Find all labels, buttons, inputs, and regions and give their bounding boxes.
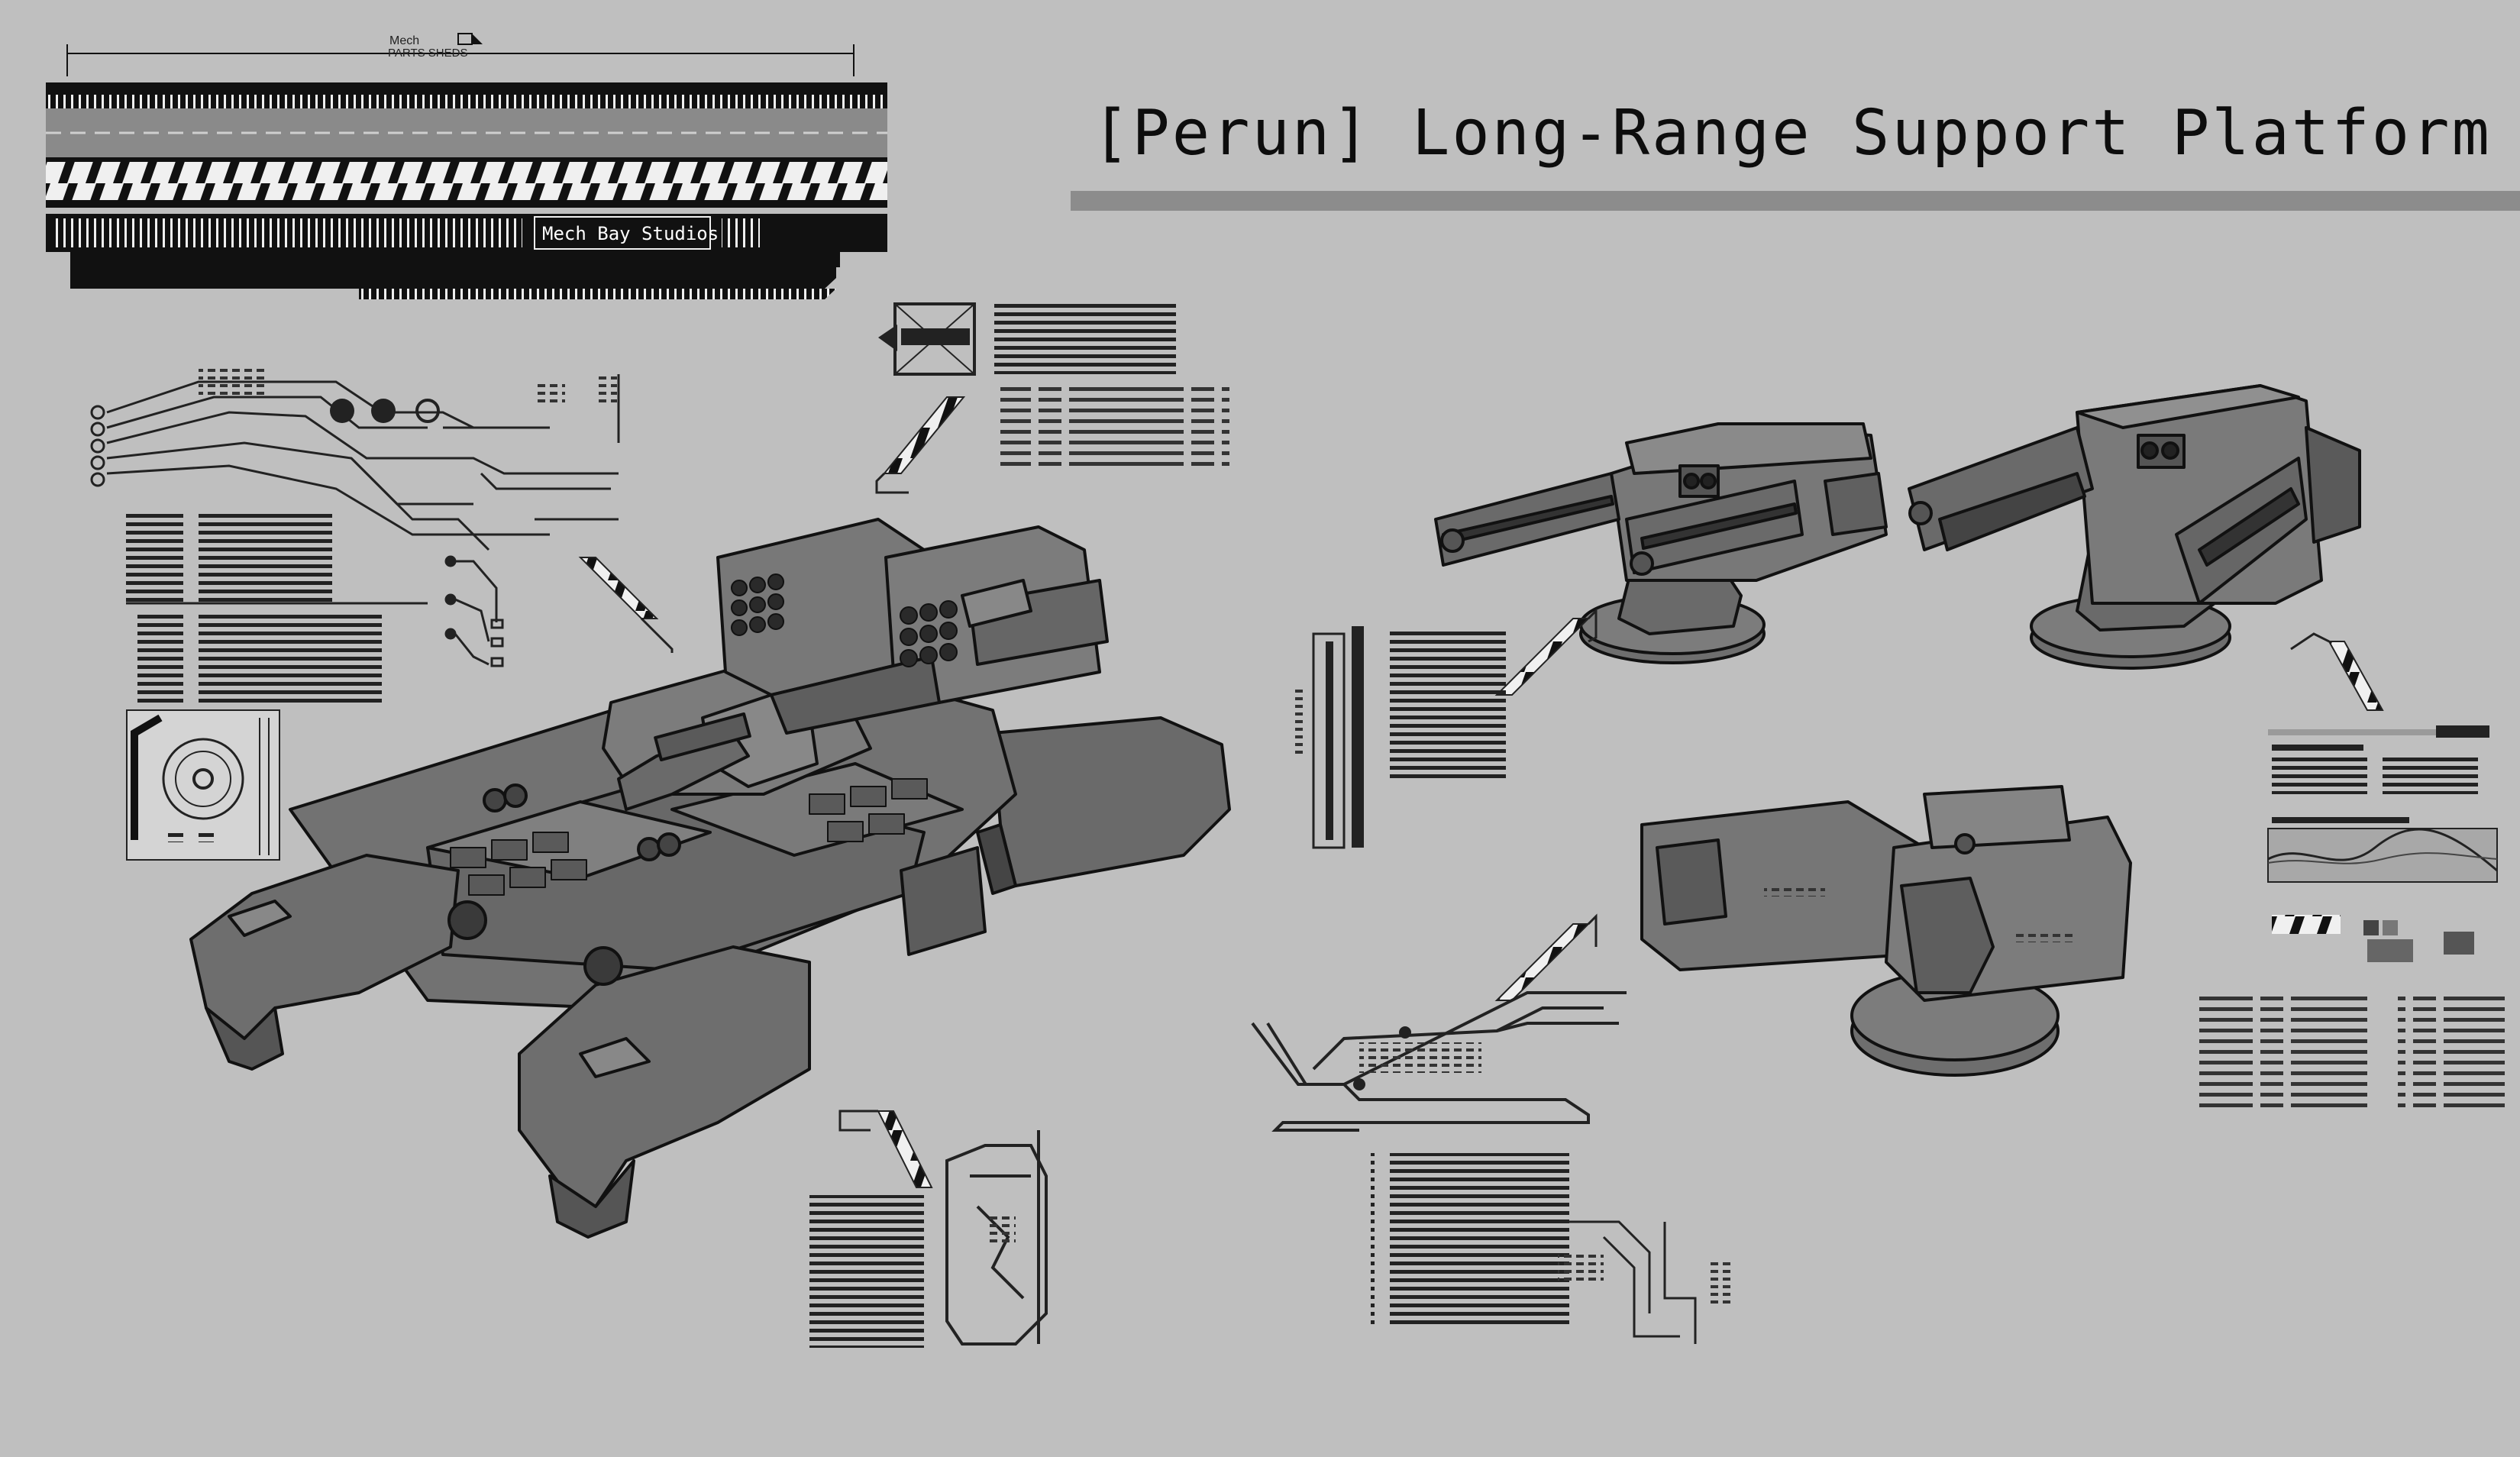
turret-view-1 <box>1434 422 1888 664</box>
spec-text-block-2 <box>137 611 382 703</box>
title-underline <box>1071 191 2520 211</box>
hatched-callout-1 <box>578 557 674 653</box>
page-title: [Perun] Long-Range Support Platform <box>1092 97 2492 170</box>
node-diagram <box>444 555 504 667</box>
elevator-schematic <box>945 1130 1048 1346</box>
hatched-callout-3 <box>1494 608 1598 696</box>
circuit-diagram-bottom <box>1251 991 1627 1132</box>
circuit-glyphs <box>199 365 617 423</box>
turret-view-2 <box>1908 384 2361 670</box>
spec-text-block-8 <box>1371 1153 1569 1325</box>
spec-text-block-3 <box>994 304 1185 374</box>
spec-panel-right <box>2267 725 2498 962</box>
vertical-bar-glyph <box>1291 626 1364 849</box>
hatched-callout-4 <box>2290 632 2384 711</box>
radar-schematic <box>126 709 280 861</box>
turret-view-3 <box>1640 785 2132 1077</box>
hatched-callout-5 <box>1494 913 1598 1001</box>
hatched-callout-6 <box>838 1110 933 1188</box>
studio-logo-banner <box>46 33 887 299</box>
spec-text-block-4 <box>1000 382 1229 466</box>
logo-mech-label: Mech <box>389 34 419 47</box>
perun-vehicle-model <box>189 518 1231 1239</box>
arrow-box-glyph <box>878 302 976 376</box>
logo-parts-sheds-label: PARTS SHEDS <box>388 47 467 60</box>
spec-text-block-9 <box>809 1195 924 1348</box>
spec-text-block-6 <box>2199 993 2367 1107</box>
circuit-diagram-left <box>90 374 620 551</box>
hatched-callout-2 <box>875 396 966 494</box>
circuit-diagram-bottom-right <box>1558 1220 1733 1344</box>
spec-text-block-1 <box>126 512 332 603</box>
spec-text-block-5 <box>1384 629 1506 778</box>
logo-studio-name: Mech Bay Studios <box>542 223 719 244</box>
spec-text-block-7 <box>2398 993 2505 1107</box>
